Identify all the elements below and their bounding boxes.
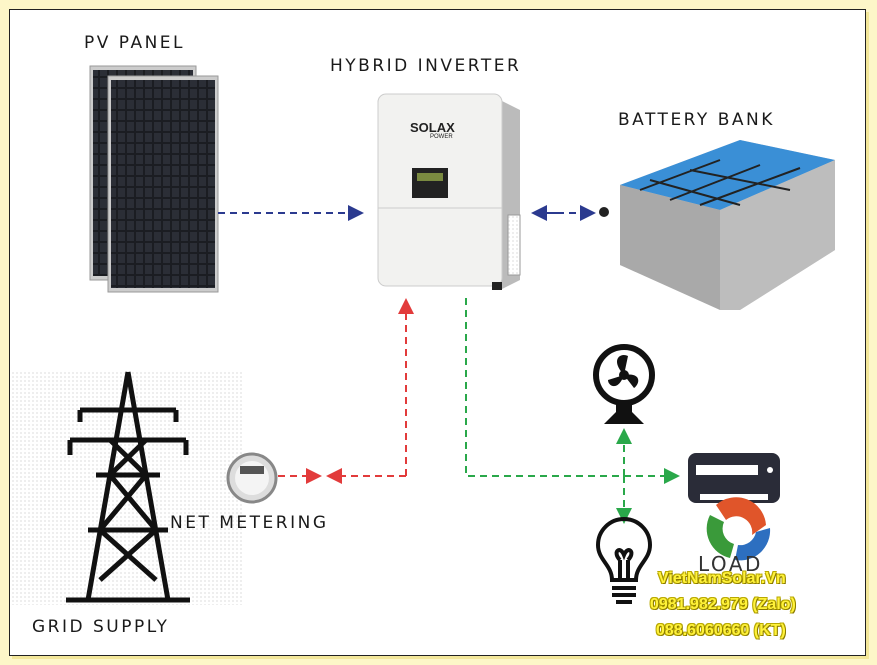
vietnamsolar-logo [706,497,771,561]
grid-supply-label: GRID SUPPLY [32,617,170,637]
battery-bank-image [599,140,835,310]
hybrid-inverter-label: HYBRID INVERTER [330,56,522,76]
net-meter-icon [226,452,278,504]
watermark-site: VietNamSolar.Vn [658,570,786,587]
hybrid-inverter-image [377,93,521,290]
load-label: LOAD [698,552,763,576]
air-conditioner-icon [688,453,780,503]
light-bulb-icon [595,517,653,604]
watermark-phone-kt: 088.6060660 (KT) [656,622,786,639]
watermark-phone-zalo: 0981.982.979 (Zalo) [650,596,796,613]
battery-bank-label: BATTERY BANK [618,110,775,130]
inverter-brand: SOLAX [410,120,455,135]
inverter-brand-sub: POWER [430,134,453,140]
net-metering-label: NET METERING [170,513,329,533]
grid-tower-icon [12,370,242,605]
inverter-to-load-arrow [465,298,680,484]
pv-panel-image [89,65,219,293]
fan-icon [593,344,655,424]
pv-panel-label: PV PANEL [84,33,186,53]
